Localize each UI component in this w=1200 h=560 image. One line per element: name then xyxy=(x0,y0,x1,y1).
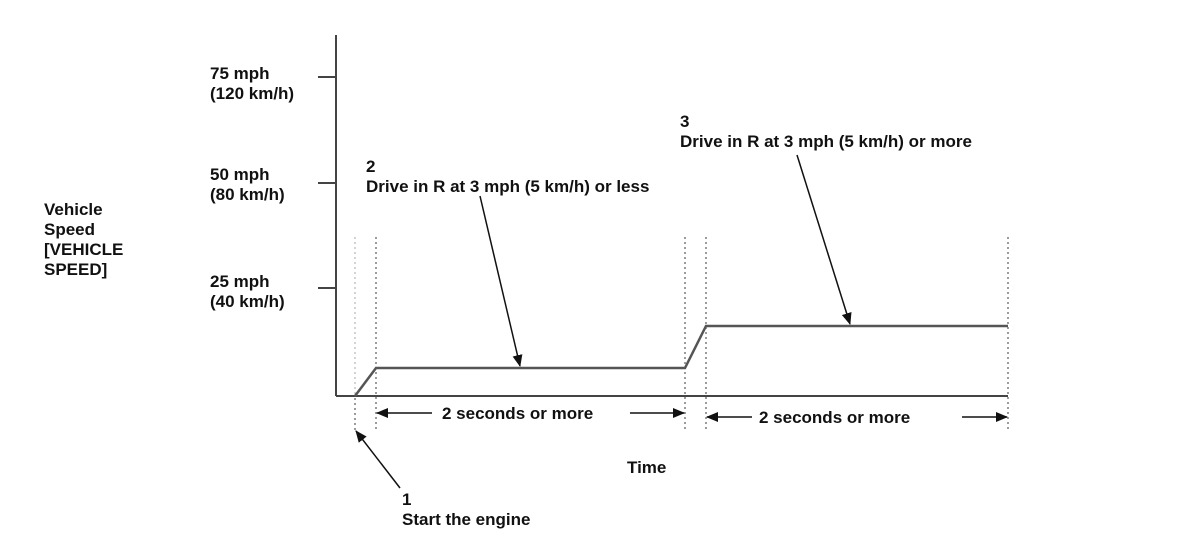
y-axis-title: Vehicle Speed [VEHICLE SPEED] xyxy=(44,200,124,279)
y-tick-label-75-mph: 75 mph xyxy=(210,64,270,83)
callout-3-arrow xyxy=(796,154,852,325)
speed-trace xyxy=(354,324,1008,397)
interval-2-label: 2 seconds or more xyxy=(759,408,911,427)
y-tick-label-50-mph: 50 mph xyxy=(210,165,270,184)
y-tick-label-25-kmh: (40 km/h) xyxy=(210,292,285,311)
interval-1-label: 2 seconds or more xyxy=(442,404,594,423)
y-tick-label-50-kmh: (80 km/h) xyxy=(210,185,285,204)
annotation-1: 1 Start the engine xyxy=(402,490,530,530)
annotation-2-number: 2 xyxy=(366,157,376,176)
annotation-3: 3 Drive in R at 3 mph (5 km/h) or more xyxy=(680,112,972,152)
annotation-3-text: Drive in R at 3 mph (5 km/h) or more xyxy=(680,132,972,151)
x-axis-title: Time xyxy=(627,458,667,477)
annotation-3-number: 3 xyxy=(680,112,690,131)
annotation-1-number: 1 xyxy=(402,490,412,509)
callout-1-arrow xyxy=(355,430,401,489)
annotation-2-text: Drive in R at 3 mph (5 km/h) or less xyxy=(366,177,650,196)
y-tick-label-25: 25 mph (40 km/h) xyxy=(210,272,285,312)
annotation-2: 2 Drive in R at 3 mph (5 km/h) or less xyxy=(366,157,649,197)
y-tick-label-25-mph: 25 mph xyxy=(210,272,270,291)
y-tick-label-75: 75 mph (120 km/h) xyxy=(210,64,294,104)
callout-2-arrow xyxy=(479,195,523,367)
y-tick-label-50: 50 mph (80 km/h) xyxy=(210,165,285,205)
annotation-1-text: Start the engine xyxy=(402,510,531,529)
y-tick-label-75-kmh: (120 km/h) xyxy=(210,84,295,103)
